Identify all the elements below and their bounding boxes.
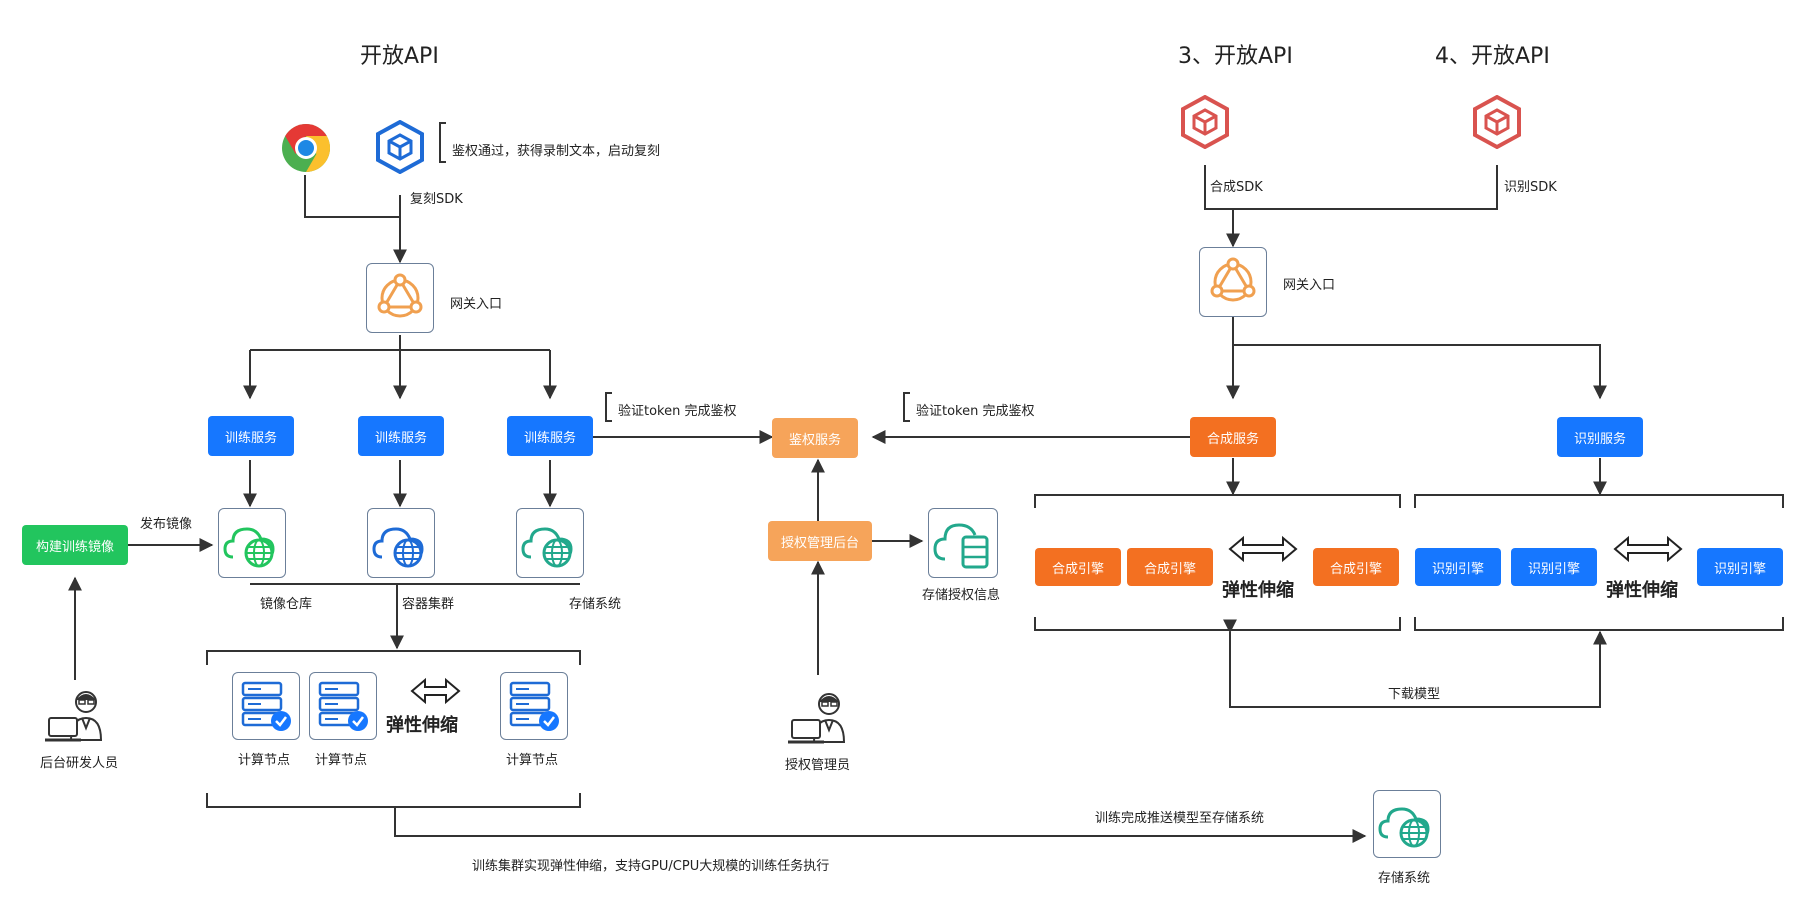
synth-sdk-label: 合成SDK <box>1210 180 1263 195</box>
recog-engine-1[interactable]: 识别引擎 <box>1415 548 1501 586</box>
server-check-icon <box>232 672 300 740</box>
auth-service-box[interactable]: 鉴权服务 <box>772 418 858 458</box>
gateway-label-right: 网关入口 <box>1283 278 1336 293</box>
train-service-2[interactable]: 训练服务 <box>358 416 444 456</box>
recog-sdk-label: 识别SDK <box>1504 180 1557 195</box>
chrome-icon <box>280 122 332 174</box>
compute-node-label-3: 计算节点 <box>506 753 559 768</box>
push-note: 训练完成推送模型至存储系统 <box>1095 811 1265 826</box>
auth-note: 鉴权通过，获得录制文本，启动复刻 <box>452 144 661 159</box>
elastic-label-left: 弹性伸缩 <box>386 715 458 736</box>
title-left: 开放API <box>360 44 439 69</box>
storage-label-container: 容器集群 <box>402 597 455 612</box>
cloud-globe-icon <box>1373 790 1441 858</box>
admin-label: 授权管理员 <box>785 758 851 773</box>
compute-node-label-1: 计算节点 <box>238 753 291 768</box>
compute-node-label-2: 计算节点 <box>315 753 368 768</box>
storage-bottom-label: 存储系统 <box>1378 871 1431 886</box>
sdk-label: 复刻SDK <box>410 192 463 207</box>
developer-person-icon <box>788 690 852 746</box>
verify-note-center: 验证token 完成鉴权 <box>916 404 1035 419</box>
storage-label-storage: 存储系统 <box>569 597 622 612</box>
auth-admin-backend-box[interactable]: 授权管理后台 <box>768 521 872 561</box>
recog-service-box[interactable]: 识别服务 <box>1557 417 1643 457</box>
cloud-globe-icon <box>367 508 435 578</box>
developer-person-icon <box>45 688 109 744</box>
store-auth-info-label: 存储授权信息 <box>922 588 1001 603</box>
sdk-cube-icon <box>1472 94 1522 150</box>
synth-engine-1[interactable]: 合成引擎 <box>1035 548 1121 586</box>
cloud-globe-icon <box>516 508 584 578</box>
elastic-label-recog: 弹性伸缩 <box>1606 580 1678 601</box>
gateway-hub-icon <box>1199 247 1267 317</box>
gateway-hub-icon <box>366 263 434 333</box>
cluster-note: 训练集群实现弹性伸缩，支持GPU/CPU大规模的训练任务执行 <box>472 859 830 874</box>
publish-label: 发布镜像 <box>140 517 193 532</box>
synth-engine-2[interactable]: 合成引擎 <box>1127 548 1213 586</box>
title-mid: 3、开放API <box>1178 44 1293 69</box>
sdk-cube-icon <box>375 119 425 175</box>
verify-note-left: 验证token 完成鉴权 <box>618 404 737 419</box>
synth-engine-3[interactable]: 合成引擎 <box>1313 548 1399 586</box>
title-right: 4、开放API <box>1435 44 1550 69</box>
build-image-box[interactable]: 构建训练镜像 <box>22 525 128 565</box>
developer-label: 后台研发人员 <box>40 756 119 771</box>
train-service-1[interactable]: 训练服务 <box>208 416 294 456</box>
cloud-database-icon <box>928 508 998 578</box>
synth-service-box[interactable]: 合成服务 <box>1190 417 1276 457</box>
server-check-icon <box>500 672 568 740</box>
storage-label-image-repo: 镜像仓库 <box>260 597 313 612</box>
sdk-cube-icon <box>1180 94 1230 150</box>
recog-engine-3[interactable]: 识别引擎 <box>1697 548 1783 586</box>
elastic-label-synth: 弹性伸缩 <box>1222 580 1294 601</box>
cloud-globe-icon <box>218 508 286 578</box>
recog-engine-2[interactable]: 识别引擎 <box>1511 548 1597 586</box>
download-model-label: 下载模型 <box>1388 687 1441 702</box>
train-service-3[interactable]: 训练服务 <box>507 416 593 456</box>
server-check-icon <box>309 672 377 740</box>
gateway-label-left: 网关入口 <box>450 297 503 312</box>
